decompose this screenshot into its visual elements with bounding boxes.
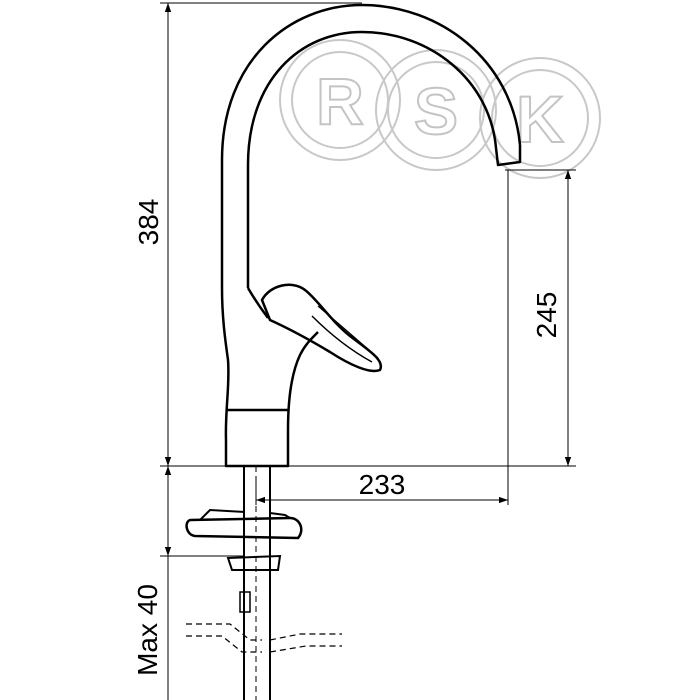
- rsk-watermark-logo: R S K: [279, 39, 601, 179]
- spout-inner: [246, 30, 498, 288]
- dim-label-counter-thickness: Max 40: [132, 584, 163, 676]
- faucet-base-body: [220, 287, 319, 468]
- dim-label-total-height: 384: [133, 199, 164, 246]
- faucet-body: [220, 3, 522, 468]
- watermark-letter-r: R: [316, 64, 364, 138]
- mounting-hardware: [185, 466, 342, 700]
- dimension-lines: [160, 2, 576, 700]
- dim-label-spout-reach: 233: [359, 469, 406, 500]
- watermark-letter-s: S: [414, 74, 458, 148]
- lever-handle: [260, 283, 383, 373]
- watermark-letter-k: K: [516, 82, 564, 156]
- spout-outer: [220, 3, 522, 288]
- spout-tip: [494, 145, 522, 167]
- dim-label-spout-clearance: 245: [531, 292, 562, 339]
